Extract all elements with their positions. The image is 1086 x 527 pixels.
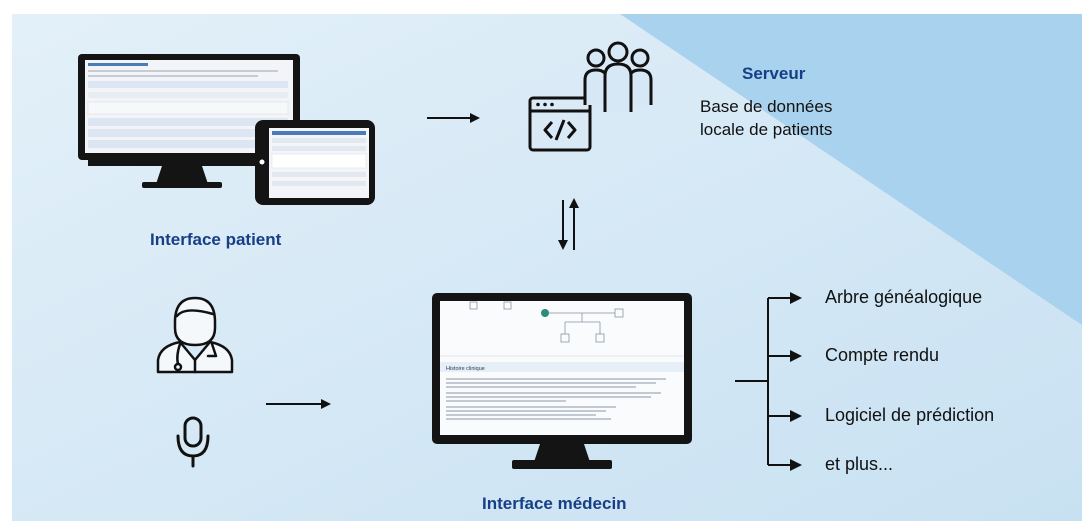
output-bracket (735, 292, 802, 471)
tablet-icon (255, 120, 375, 205)
output-compte-rendu: Compte rendu (825, 345, 940, 365)
output-arbre-genealogique: Arbre généalogique (825, 287, 983, 307)
server-code-window-icon (528, 96, 592, 152)
arrow-patient-to-server (427, 113, 480, 123)
doctor-monitor: Histoire clinique (432, 293, 692, 469)
people-group-icon (583, 41, 653, 112)
desktop-monitor-icon (78, 54, 300, 188)
arrows-server-medecin (558, 198, 579, 250)
doctor-icon (156, 296, 234, 374)
interface-medecin-label: Interface médecin (482, 494, 627, 513)
serveur-desc-line2: locale de patients (700, 120, 833, 139)
serveur-desc-line1: Base de données (700, 97, 833, 116)
background-triangle (620, 14, 1082, 325)
interface-patient-label: Interface patient (150, 230, 282, 249)
output-logiciel-prediction: Logiciel de prédiction (825, 405, 995, 425)
arrow-doctor-to-interface (266, 399, 331, 409)
microphone-icon (176, 416, 210, 468)
medical-history-title: Histoire clinique (446, 366, 485, 372)
serveur-label: Serveur (742, 64, 806, 83)
output-et-plus: et plus... (825, 454, 894, 474)
